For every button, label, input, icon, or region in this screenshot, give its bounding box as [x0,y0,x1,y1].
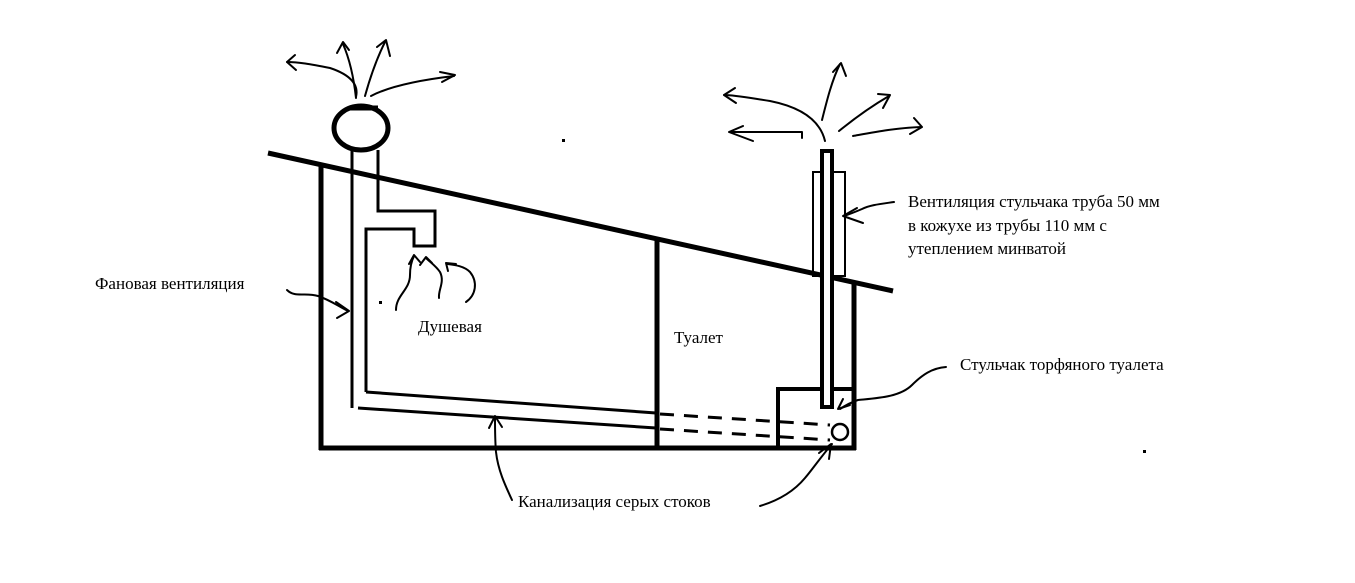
arrowhead-icon [832,62,847,77]
label-peat-toilet-seat: Стульчак торфяного туалета [960,355,1164,374]
arrowhead-icon [335,301,350,319]
airflow-arrow [342,43,357,99]
speck [562,139,565,142]
arrowhead-icon [439,71,456,83]
sewer-upper-line [365,390,657,415]
pipe-50mm [820,149,834,409]
toilet-seat-box [776,387,856,450]
speck [379,301,382,304]
shower-steam-arrows [395,254,476,311]
sewer-pointer [494,417,513,501]
arrowhead-icon [909,117,923,135]
label-pointers [286,201,947,507]
arrowhead-icon [723,87,737,104]
airflow-arrow [838,95,890,132]
speck [1143,450,1146,453]
roof-line [267,150,894,294]
arrowhead-icon [445,262,457,272]
label-fan-ventilation: Фановая вентиляция [95,274,245,293]
airflow-arrow [286,61,358,98]
seat-ventilation-pipe [812,149,846,409]
arrowhead-icon [728,125,754,142]
drain-outlet [830,422,850,442]
label-seat-ventilation-1: Вентиляция стульчака труба 50 мм [908,192,1160,211]
fan-pipe-inner [364,150,437,392]
airflow-arrow [729,131,803,139]
airflow-arrow [821,63,841,121]
arrowhead-icon [419,256,433,266]
label-shower-room: Душевая [418,317,482,336]
building-outline [318,166,857,451]
seat-ventilation-pointer [843,201,895,217]
airflow-arrow [723,94,826,142]
arrowhead-icon [837,398,851,410]
seat-box-outline [776,387,856,450]
steam-arrow [425,257,443,299]
label-toilet-room: Туалет [674,328,724,347]
sewer-upper-dashed [659,412,831,427]
label-seat-ventilation-2: в кожухе из трубы 110 мм с [908,216,1107,235]
seat-airflow-arrows [723,62,923,142]
sewer-pipes [357,390,831,442]
label-grey-water-sewer: Канализация серых стоков [518,492,711,511]
arrowhead-icon [376,39,391,57]
toilet-seat-pointer [839,366,947,410]
steam-arrow [446,263,476,303]
arrowhead-icon [286,54,297,71]
fan-ventilation-pointer [286,289,349,312]
arrowhead-icon [488,415,503,429]
sewer-lower-line [357,406,657,430]
steam-arrow [395,255,415,311]
arrowhead-icon [818,443,832,460]
arrowhead-icon [842,207,864,224]
sewer-pointer-2 [759,443,833,507]
arrowhead-icon [877,93,891,109]
fan-ventilation-pipe [350,150,437,408]
arrowhead-icon [408,254,421,265]
deflector-cap [331,103,391,153]
airflow-arrow [364,41,386,97]
arrowhead-icon [336,41,350,54]
fan-airflow-arrows [286,39,456,99]
sewer-lower-dashed [659,427,831,442]
label-seat-ventilation-3: утеплением минватой [908,239,1066,258]
airflow-arrow [852,126,922,137]
deflector-ellipse [331,103,391,153]
airflow-arrow [370,75,455,97]
